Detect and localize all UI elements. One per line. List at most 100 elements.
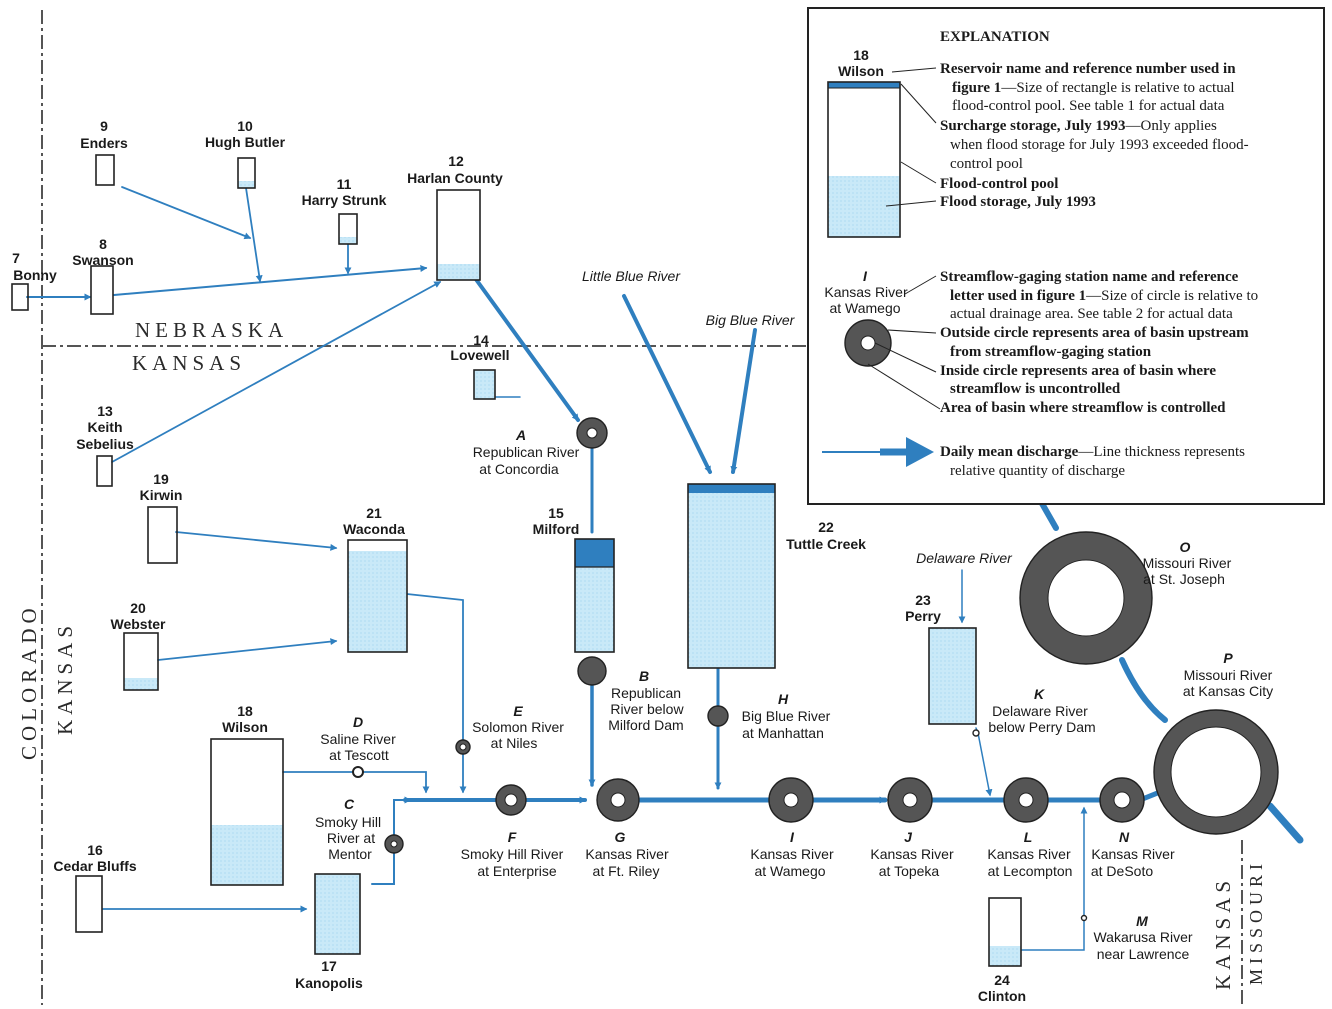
- svg-text:10: 10: [237, 118, 253, 134]
- svg-text:Daily mean discharge—Line thic: Daily mean discharge—Line thickness repr…: [940, 444, 1245, 460]
- reservoir-hugh-butler: 10 Hugh Butler: [205, 118, 286, 189]
- svg-text:18: 18: [853, 47, 869, 63]
- svg-text:Kanopolis: Kanopolis: [295, 975, 363, 991]
- reservoir-clinton: 24 Clinton: [978, 897, 1026, 1004]
- svg-text:Enders: Enders: [80, 135, 128, 151]
- svg-text:at Concordia: at Concordia: [479, 461, 559, 477]
- svg-text:Kirwin: Kirwin: [140, 487, 183, 503]
- svg-text:Wilson: Wilson: [838, 63, 884, 79]
- svg-text:Missouri River: Missouri River: [1184, 667, 1273, 683]
- svg-text:when flood storage for July 19: when flood storage for July 1993 exceede…: [950, 137, 1249, 153]
- svg-text:from streamflow-gaging station: from streamflow-gaging station: [950, 344, 1152, 360]
- svg-text:Kansas River: Kansas River: [585, 846, 669, 862]
- svg-text:7: 7: [12, 250, 20, 266]
- svg-text:Surcharge storage, July 1993—O: Surcharge storage, July 1993—Only applie…: [940, 118, 1217, 134]
- svg-text:Kansas River: Kansas River: [870, 846, 954, 862]
- svg-text:Kansas River: Kansas River: [750, 846, 834, 862]
- svg-text:Clinton: Clinton: [978, 988, 1026, 1004]
- svg-text:Reservoir name and reference n: Reservoir name and reference number used…: [940, 61, 1236, 77]
- svg-text:20: 20: [130, 600, 146, 616]
- svg-text:Kansas River: Kansas River: [1091, 846, 1175, 862]
- svg-text:17: 17: [321, 958, 337, 974]
- svg-text:at Kansas City: at Kansas City: [1183, 683, 1273, 699]
- svg-text:23: 23: [915, 592, 931, 608]
- svg-text:11: 11: [337, 176, 352, 192]
- station-h-label: H Big Blue River at Manhattan: [742, 691, 831, 741]
- svg-text:Republican: Republican: [611, 685, 681, 701]
- svg-text:Webster: Webster: [111, 616, 167, 632]
- kansas-east-label: KANSAS: [1211, 876, 1235, 990]
- svg-text:21: 21: [366, 505, 382, 521]
- reservoir-tuttle-creek: 22 Tuttle Creek: [687, 483, 866, 669]
- reservoir-wilson: 18 Wilson: [210, 703, 284, 886]
- kansas-north-label: KANSAS: [132, 351, 246, 375]
- svg-text:B: B: [639, 668, 649, 684]
- svg-text:at Enterprise: at Enterprise: [477, 863, 557, 879]
- svg-text:Keith: Keith: [88, 419, 123, 435]
- reservoir-enders: 9 Enders: [80, 118, 128, 186]
- svg-text:M: M: [1136, 913, 1148, 929]
- svg-text:H: H: [778, 691, 789, 707]
- svg-text:14: 14: [473, 332, 489, 348]
- svg-text:13: 13: [97, 403, 113, 419]
- svg-text:Solomon River: Solomon River: [472, 719, 564, 735]
- svg-text:Streamflow-gaging station name: Streamflow-gaging station name and refer…: [940, 269, 1239, 285]
- reservoir-kanopolis: 17 Kanopolis: [295, 873, 363, 991]
- svg-text:Area of basin where streamflow: Area of basin where streamflow is contro…: [940, 400, 1226, 416]
- svg-text:F: F: [508, 829, 517, 845]
- big-blue-river-label: Big Blue River: [706, 312, 796, 328]
- kansas-west-label: KANSAS: [53, 621, 77, 735]
- svg-text:at Topeka: at Topeka: [879, 863, 940, 879]
- svg-text:relative quantity of discharge: relative quantity of discharge: [950, 463, 1125, 479]
- svg-text:Outside circle represents area: Outside circle represents area of basin …: [940, 325, 1249, 341]
- svg-text:K: K: [1034, 686, 1045, 702]
- reservoir-webster: 20 Webster: [111, 600, 167, 691]
- svg-text:8: 8: [99, 236, 107, 252]
- svg-text:Cedar Bluffs: Cedar Bluffs: [53, 858, 136, 874]
- svg-text:Flood storage, July 1993: Flood storage, July 1993: [940, 194, 1096, 210]
- svg-text:I: I: [863, 268, 868, 284]
- little-blue-river-label: Little Blue River: [582, 268, 681, 284]
- svg-text:19: 19: [153, 471, 169, 487]
- svg-text:letter used in figure 1—Size o: letter used in figure 1—Size of circle i…: [950, 288, 1258, 304]
- station-i-label: I Kansas River at Wamego: [750, 829, 834, 879]
- station-k-label: K Delaware River below Perry Dam: [988, 686, 1095, 735]
- station-circles: [352, 417, 1279, 922]
- station-g-label: G Kansas River at Ft. Riley: [585, 829, 669, 879]
- svg-text:O: O: [1180, 539, 1191, 555]
- svg-text:at Wamego: at Wamego: [829, 300, 900, 316]
- svg-text:Kansas River: Kansas River: [824, 284, 908, 300]
- svg-text:Big Blue River: Big Blue River: [742, 708, 831, 724]
- svg-text:River below: River below: [610, 701, 684, 717]
- station-c-label: C Smoky Hill River at Mentor: [315, 796, 381, 862]
- delaware-river-label: Delaware River: [916, 550, 1013, 566]
- svg-text:Missouri River: Missouri River: [1143, 555, 1232, 571]
- svg-text:Republican River: Republican River: [473, 444, 580, 460]
- svg-text:18: 18: [237, 703, 253, 719]
- svg-text:flood-control pool. See table: flood-control pool. See table 1 for actu…: [952, 98, 1225, 114]
- svg-text:A: A: [515, 427, 526, 443]
- svg-text:D: D: [353, 714, 363, 730]
- station-p-label: P Missouri River at Kansas City: [1183, 650, 1273, 699]
- svg-text:Mentor: Mentor: [328, 846, 372, 862]
- svg-text:12: 12: [448, 153, 464, 169]
- svg-text:at Tescott: at Tescott: [329, 747, 389, 763]
- svg-text:Wakarusa River: Wakarusa River: [1093, 929, 1192, 945]
- explanation-box: EXPLANATION 18 Wilson Reservoir name and…: [807, 7, 1325, 505]
- svg-text:Delaware River: Delaware River: [992, 703, 1088, 719]
- reservoir-harlan-county: 12 Harlan County: [407, 153, 503, 281]
- colorado-label: COLORADO: [17, 603, 41, 760]
- svg-text:Smoky Hill River: Smoky Hill River: [461, 846, 564, 862]
- svg-text:Kansas River: Kansas River: [987, 846, 1071, 862]
- reservoir-swanson: 8 Swanson: [72, 236, 134, 315]
- station-d-label: D Saline River at Tescott: [320, 714, 396, 763]
- svg-text:Harry Strunk: Harry Strunk: [302, 192, 387, 208]
- reservoir-milford: 15 Milford: [533, 505, 615, 653]
- svg-text:L: L: [1024, 829, 1033, 845]
- svg-text:Tuttle Creek: Tuttle Creek: [786, 536, 866, 552]
- svg-text:at Lecompton: at Lecompton: [988, 863, 1073, 879]
- svg-text:Sebelius: Sebelius: [76, 436, 134, 452]
- station-m-label: M Wakarusa River near Lawrence: [1093, 913, 1192, 962]
- svg-text:at DeSoto: at DeSoto: [1091, 863, 1153, 879]
